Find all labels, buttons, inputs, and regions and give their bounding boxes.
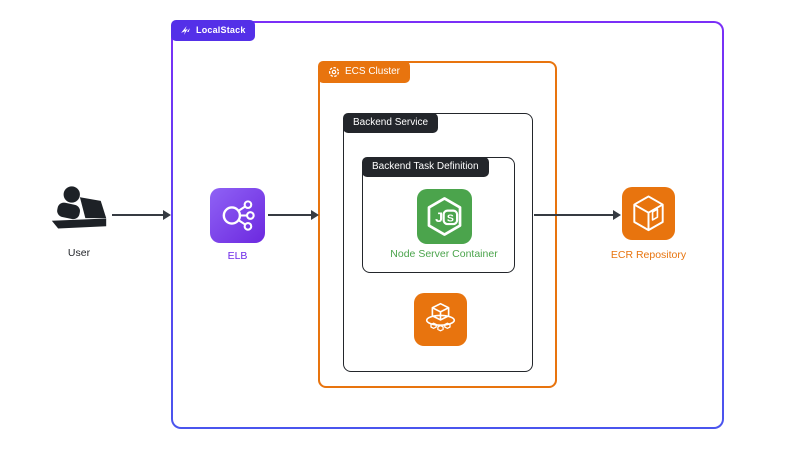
user-at-laptop-icon	[50, 185, 108, 233]
elb-label: ELB	[227, 250, 248, 262]
arrow-user-to-localstack	[112, 210, 171, 220]
ecs-cluster-group-box	[318, 61, 557, 388]
ecs-cluster-ring-icon	[328, 66, 340, 78]
ecs-cluster-badge: ECS Cluster	[318, 61, 411, 83]
backend-service-badge-label: Backend Service	[353, 117, 429, 128]
ecr-cube-icon	[622, 187, 675, 240]
svg-text:J: J	[435, 210, 443, 226]
arrow-service-to-ecr	[534, 210, 621, 220]
task-definition-badge: Backend Task Definition	[362, 157, 489, 177]
arrow-elb-to-cluster	[268, 210, 319, 220]
nodejs-hexagon-icon: J S	[417, 189, 472, 244]
load-balancer-icon	[210, 188, 265, 243]
ecr-label: ECR Repository	[610, 249, 687, 261]
localstack-badge-label: LocalStack	[196, 25, 246, 35]
task-definition-badge-label: Backend Task Definition	[372, 161, 479, 172]
user-label: User	[67, 247, 91, 259]
localstack-logo-icon	[180, 25, 191, 36]
svg-text:S: S	[447, 213, 454, 224]
localstack-badge: LocalStack	[171, 20, 255, 41]
node-server-label: Node Server Container	[390, 248, 498, 260]
ecs-cluster-badge-label: ECS Cluster	[345, 66, 401, 77]
ecs-containers-icon	[414, 293, 467, 346]
backend-service-badge: Backend Service	[343, 113, 439, 133]
backend-service-group-box	[343, 113, 533, 372]
